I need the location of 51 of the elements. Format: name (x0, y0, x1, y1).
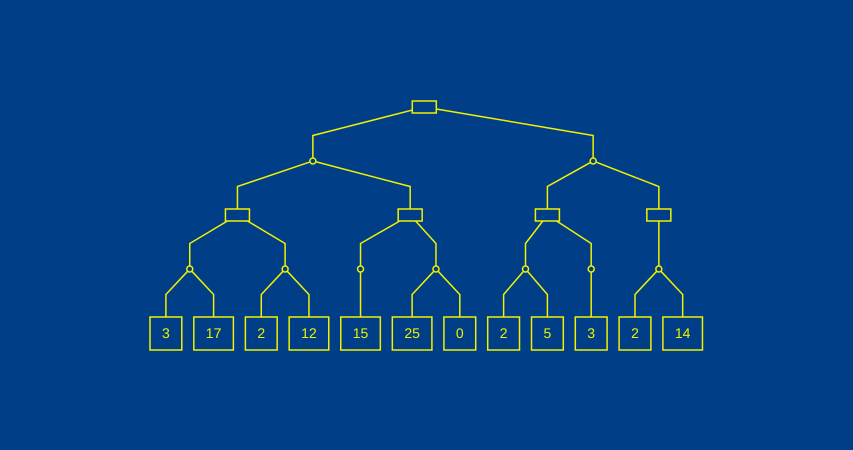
node-circle (588, 264, 596, 272)
node-box: 3 (574, 316, 608, 350)
connector (192, 270, 215, 316)
connector (316, 160, 412, 208)
node-box (224, 208, 250, 222)
connector (360, 220, 400, 266)
connector (189, 220, 228, 266)
node-box: 17 (193, 316, 234, 350)
connector (415, 220, 437, 266)
connector (546, 161, 592, 208)
node-box (412, 100, 438, 114)
node-circle (357, 264, 365, 272)
node-circle (186, 264, 194, 272)
connector (286, 270, 310, 316)
node-box (646, 208, 672, 222)
node-box: 3 (150, 316, 183, 350)
node-box: 14 (662, 316, 704, 350)
connector (658, 220, 660, 266)
connector (436, 108, 594, 158)
node-box (398, 208, 424, 222)
connector (165, 270, 188, 316)
node-box: 0 (443, 316, 477, 350)
node-box: 15 (340, 316, 382, 350)
connector (236, 160, 311, 208)
connector (634, 270, 658, 316)
node-box (534, 208, 560, 222)
node-circle (590, 156, 598, 164)
connector (503, 270, 524, 316)
node-box: 25 (392, 316, 433, 350)
node-box: 2 (618, 316, 652, 350)
connector (360, 272, 362, 316)
connector (660, 270, 684, 316)
connector (260, 270, 284, 316)
connector (525, 220, 544, 266)
node-circle (309, 156, 317, 164)
node-box: 5 (531, 316, 564, 350)
node-box: 2 (487, 316, 521, 350)
node-circle (655, 264, 663, 272)
node-box: 2 (244, 316, 278, 350)
connector (556, 220, 592, 266)
node-circle (522, 264, 530, 272)
connector (312, 108, 413, 158)
connector (590, 272, 592, 316)
node-circle (282, 264, 290, 272)
connector (438, 270, 461, 316)
node-circle (432, 264, 440, 272)
connector (527, 270, 548, 316)
connector (247, 220, 286, 266)
connector (596, 160, 660, 208)
connector (412, 270, 435, 316)
node-box: 12 (288, 316, 330, 350)
